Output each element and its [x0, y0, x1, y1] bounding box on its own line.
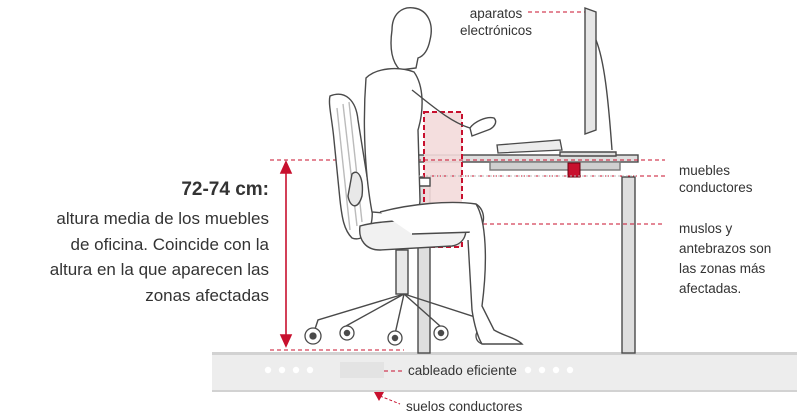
- label-conductive-floors: suelos conductores: [406, 399, 523, 414]
- label-conductive-furniture: muebles conductores: [679, 163, 753, 195]
- label-electronics: aparatos electrónicos: [460, 6, 533, 38]
- floor-slab: [212, 352, 797, 392]
- height-note-line: de oficina. Coincide con la: [70, 234, 269, 254]
- height-note-line: altura en la que aparecen las: [49, 260, 269, 279]
- label-affected-zones: muslos y antebrazos son las zonas más af…: [679, 221, 772, 296]
- height-note-title: 72-74 cm:: [181, 179, 269, 200]
- label-efficient-cabling: cableado eficiente: [408, 363, 517, 378]
- height-note: 72-74 cm: altura media de los muebles de…: [50, 178, 269, 308]
- keyboard: [496, 139, 563, 154]
- seated-person: [363, 7, 524, 345]
- height-note-text: altura media de los muebles de oficina. …: [50, 206, 269, 308]
- conductive-connector: [567, 162, 581, 178]
- height-note-line: zonas afectadas: [145, 285, 269, 305]
- height-dimension-arrow: [279, 160, 293, 348]
- monitor: [559, 7, 617, 157]
- height-note-line: altura media de los muebles: [56, 209, 269, 228]
